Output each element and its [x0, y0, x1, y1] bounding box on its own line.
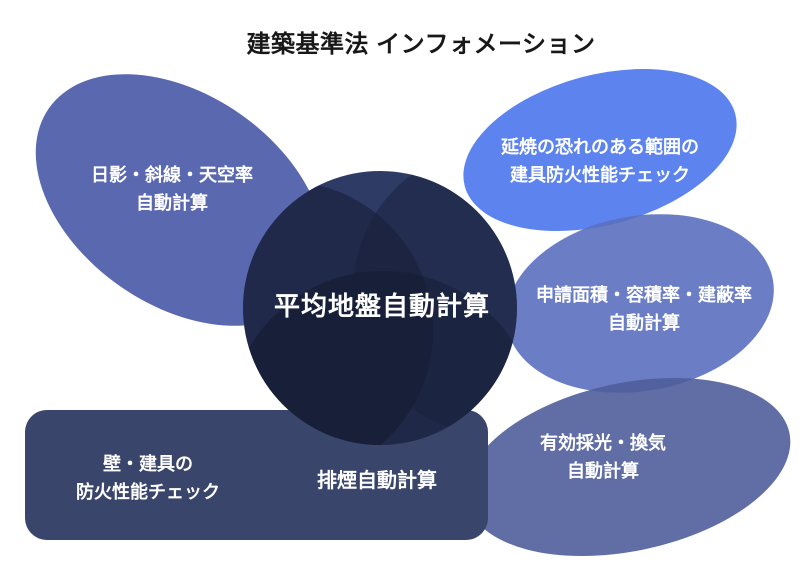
label-daylight-ventilation: 有効採光・換気 自動計算 — [540, 429, 666, 485]
label-sun-shadow-line2: 自動計算 — [136, 193, 208, 213]
label-application-area-line1: 申請面積・容積率・建蔽率 — [536, 285, 752, 305]
label-sun-shadow-line1: 日影・斜線・天空率 — [91, 165, 253, 185]
label-smoke-calculation: 排煙自動計算 — [317, 470, 437, 492]
label-fireproof-check: 壁・建具の 防火性能チェック — [76, 450, 220, 506]
label-daylight-ventilation-line2: 自動計算 — [567, 461, 639, 481]
label-fireproof-check-line1: 壁・建具の — [103, 454, 193, 474]
label-sun-shadow: 日影・斜線・天空率 自動計算 — [91, 161, 253, 217]
label-average-ground: 平均地盤自動計算 — [273, 291, 491, 321]
label-fire-spread-line2: 建具防火性能チェック — [510, 165, 690, 185]
label-application-area-line2: 自動計算 — [608, 313, 680, 333]
label-daylight-ventilation-line1: 有効採光・換気 — [540, 433, 666, 453]
label-fireproof-check-line2: 防火性能チェック — [76, 482, 220, 502]
diagram-title: 建築基準法 インフォメーション — [246, 31, 596, 58]
label-fire-spread: 延焼の恐れのある範囲の 建具防火性能チェック — [501, 133, 699, 189]
label-application-area: 申請面積・容積率・建蔽率 自動計算 — [536, 281, 752, 337]
center-circle — [243, 171, 517, 445]
label-fire-spread-line1: 延焼の恐れのある範囲の — [501, 137, 699, 157]
